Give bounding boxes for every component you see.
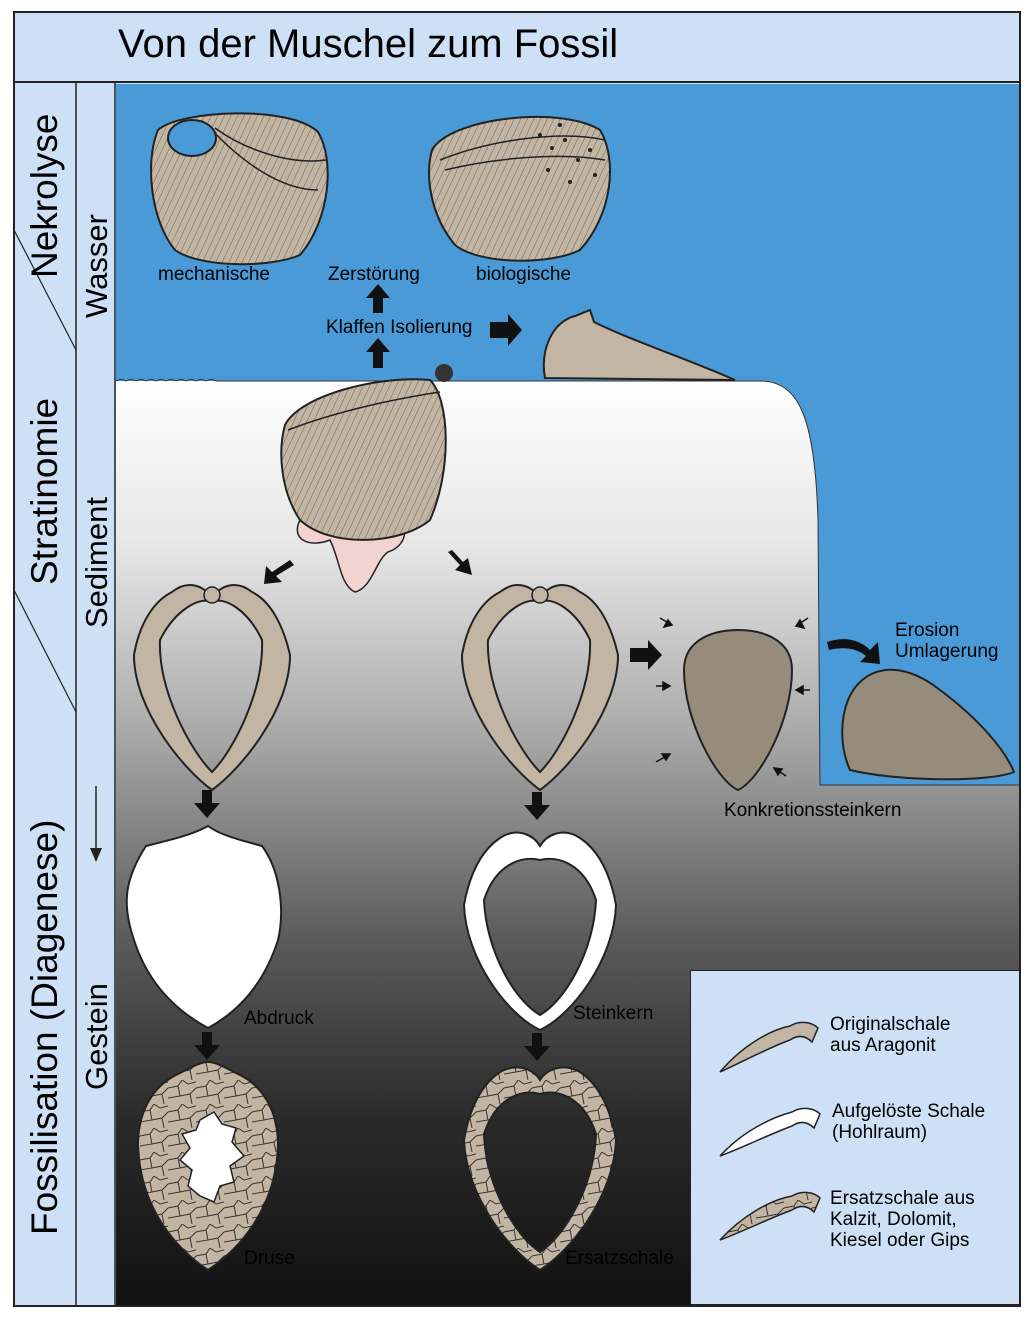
time-arrow-head <box>90 848 102 862</box>
epibiont <box>435 364 453 382</box>
shell-section-left <box>132 584 292 792</box>
clam-mechanical <box>150 112 329 266</box>
legend-3-line3: Kiesel oder Gips <box>830 1230 970 1251</box>
phase-label-fossilisation: Fossilisation (Diagenese) <box>24 819 65 1235</box>
phase-label-nekrolyse: Nekrolyse <box>24 113 65 279</box>
label-zerstoerung: Zerstörung <box>328 264 420 285</box>
label-konkretionssteinkern: Konkretionssteinkern <box>724 800 902 821</box>
imprint-abdruck <box>125 824 283 1030</box>
medium-label-wasser: Wasser <box>79 214 114 318</box>
phase-separator-2 <box>13 589 77 713</box>
label-steinkern: Steinkern <box>573 1003 654 1024</box>
legend-2-line1: Aufgelöste Schale <box>832 1101 986 1122</box>
label-biologische: biologische <box>476 264 572 285</box>
label-ersatzschale: Ersatzschale <box>565 1248 674 1269</box>
label-umlagerung: Umlagerung <box>895 641 999 662</box>
sediment-surface <box>115 379 1019 786</box>
medium-label-sediment: Sediment <box>79 497 114 628</box>
internal-mold-steinkern <box>462 831 618 1032</box>
diagram-title: Von der Muschel zum Fossil <box>118 22 619 66</box>
compression-arrows <box>655 617 810 777</box>
phase-separator-1 <box>13 229 77 351</box>
label-druse: Druse <box>244 1248 295 1269</box>
arrows <box>194 284 880 1061</box>
legend-1-line1: Originalschale <box>830 1014 951 1035</box>
transported-concretion <box>841 668 1016 781</box>
replacement-shell <box>462 1066 618 1272</box>
legend-2-line2: (Hohlraum) <box>832 1122 928 1143</box>
geode-druse <box>136 1060 280 1272</box>
clam-buried <box>280 378 447 541</box>
concretion-nucleus <box>682 628 794 792</box>
legend-1-line2: aus Aragonit <box>830 1035 936 1056</box>
label-klaffen-isolierung: Klaffen Isolierung <box>326 317 473 338</box>
label-abdruck: Abdruck <box>244 1008 314 1029</box>
clam-biological <box>428 115 611 262</box>
legend-3-line1: Ersatzschale aus <box>830 1188 975 1209</box>
label-erosion: Erosion <box>895 620 960 641</box>
legend-3-line2: Kalzit, Dolomit, <box>830 1209 957 1230</box>
label-mechanische: mechanische <box>158 264 270 285</box>
shell-section-middle <box>460 584 620 792</box>
phase-label-stratinomie: Stratinomie <box>24 397 65 585</box>
medium-label-gestein: Gestein <box>79 983 114 1090</box>
isolated-valve <box>542 308 736 381</box>
